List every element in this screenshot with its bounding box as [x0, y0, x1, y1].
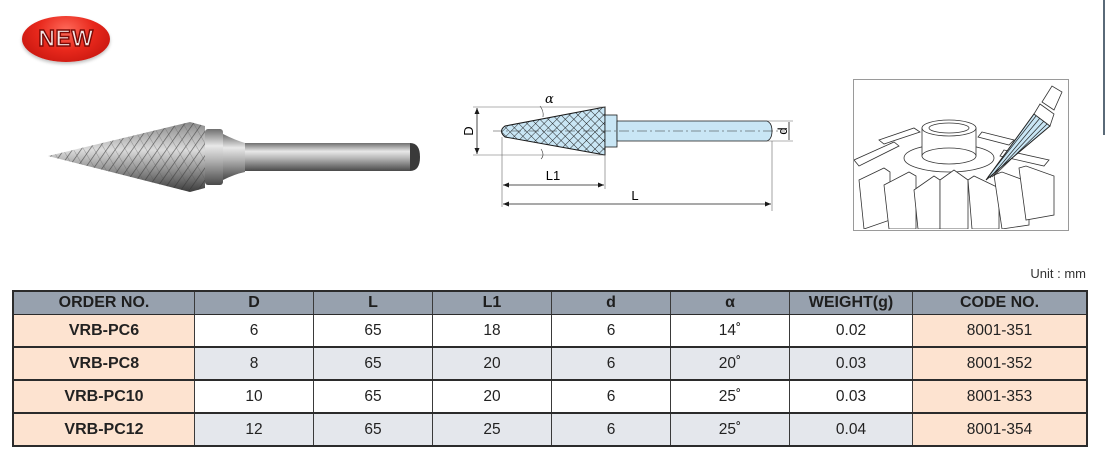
- cell-code-no: 8001-353: [912, 379, 1087, 413]
- table-row: VRB-PC10 10 65 20 6 25˚ 0.03 8001-353: [13, 379, 1087, 413]
- deburring-gear-illustration: [853, 85, 1063, 230]
- cell-d: 6: [551, 346, 671, 380]
- cell-D: 12: [194, 412, 314, 446]
- dim-label-D: D: [461, 126, 476, 135]
- badge-background: [22, 16, 110, 62]
- cell-L: 65: [313, 412, 433, 446]
- header-order-no: ORDER NO.: [13, 291, 195, 315]
- dimension-drawing: D α d L1 L: [461, 92, 793, 211]
- cell-weight: 0.03: [789, 379, 913, 413]
- cell-order-no: VRB-PC10: [13, 379, 195, 413]
- header-L1: L1: [432, 291, 552, 315]
- cell-order-no: VRB-PC12: [13, 412, 195, 446]
- badge-label: NEW: [38, 24, 94, 51]
- cell-L1: 18: [432, 314, 552, 347]
- cell-order-no: VRB-PC6: [13, 314, 195, 347]
- cell-weight: 0.02: [789, 314, 913, 347]
- spec-table: ORDER NO. D L L1 d α WEIGHT(g) CODE NO. …: [12, 290, 1088, 447]
- unit-label: Unit : mm: [1030, 266, 1086, 281]
- cell-order-no: VRB-PC8: [13, 346, 195, 380]
- carbide-burr-photo: [48, 122, 420, 192]
- dim-label-L: L: [631, 188, 638, 203]
- dim-label-d: d: [775, 127, 790, 134]
- cell-d: 6: [551, 314, 671, 347]
- cell-code-no: 8001-352: [912, 346, 1087, 380]
- table-header-row: ORDER NO. D L L1 d α WEIGHT(g) CODE NO.: [13, 291, 1087, 315]
- table-row: VRB-PC8 8 65 20 6 20˚ 0.03 8001-352: [13, 346, 1087, 380]
- cell-d: 6: [551, 412, 671, 446]
- cell-alpha: 20˚: [670, 346, 790, 380]
- table-row: VRB-PC6 6 65 18 6 14˚ 0.02 8001-351: [13, 314, 1087, 347]
- cell-L1: 25: [432, 412, 552, 446]
- cell-weight: 0.03: [789, 346, 913, 380]
- header-weight: WEIGHT(g): [789, 291, 913, 315]
- cell-weight: 0.04: [789, 412, 913, 446]
- page-edge-rule: [1103, 0, 1105, 135]
- cell-D: 8: [194, 346, 314, 380]
- cell-alpha: 14˚: [670, 314, 790, 347]
- cell-d: 6: [551, 379, 671, 413]
- cell-D: 6: [194, 314, 314, 347]
- header-d: d: [551, 291, 671, 315]
- cell-alpha: 25˚: [670, 379, 790, 413]
- dim-label-L1: L1: [546, 168, 560, 183]
- new-badge: NEW: [22, 16, 110, 62]
- header-alpha: α: [670, 291, 790, 315]
- cell-code-no: 8001-354: [912, 412, 1087, 446]
- table-row: VRB-PC12 12 65 25 6 25˚ 0.04 8001-354: [13, 412, 1087, 446]
- header-D: D: [194, 291, 314, 315]
- cell-code-no: 8001-351: [912, 314, 1087, 347]
- usage-illustration-frame: [853, 79, 1069, 231]
- header-L: L: [313, 291, 433, 315]
- cell-D: 10: [194, 379, 314, 413]
- header-code-no: CODE NO.: [912, 291, 1087, 315]
- cell-L1: 20: [432, 379, 552, 413]
- cell-alpha: 25˚: [670, 412, 790, 446]
- cell-L: 65: [313, 314, 433, 347]
- cell-L: 65: [313, 379, 433, 413]
- cell-L: 65: [313, 346, 433, 380]
- dim-label-alpha: α: [545, 92, 554, 107]
- cell-L1: 20: [432, 346, 552, 380]
